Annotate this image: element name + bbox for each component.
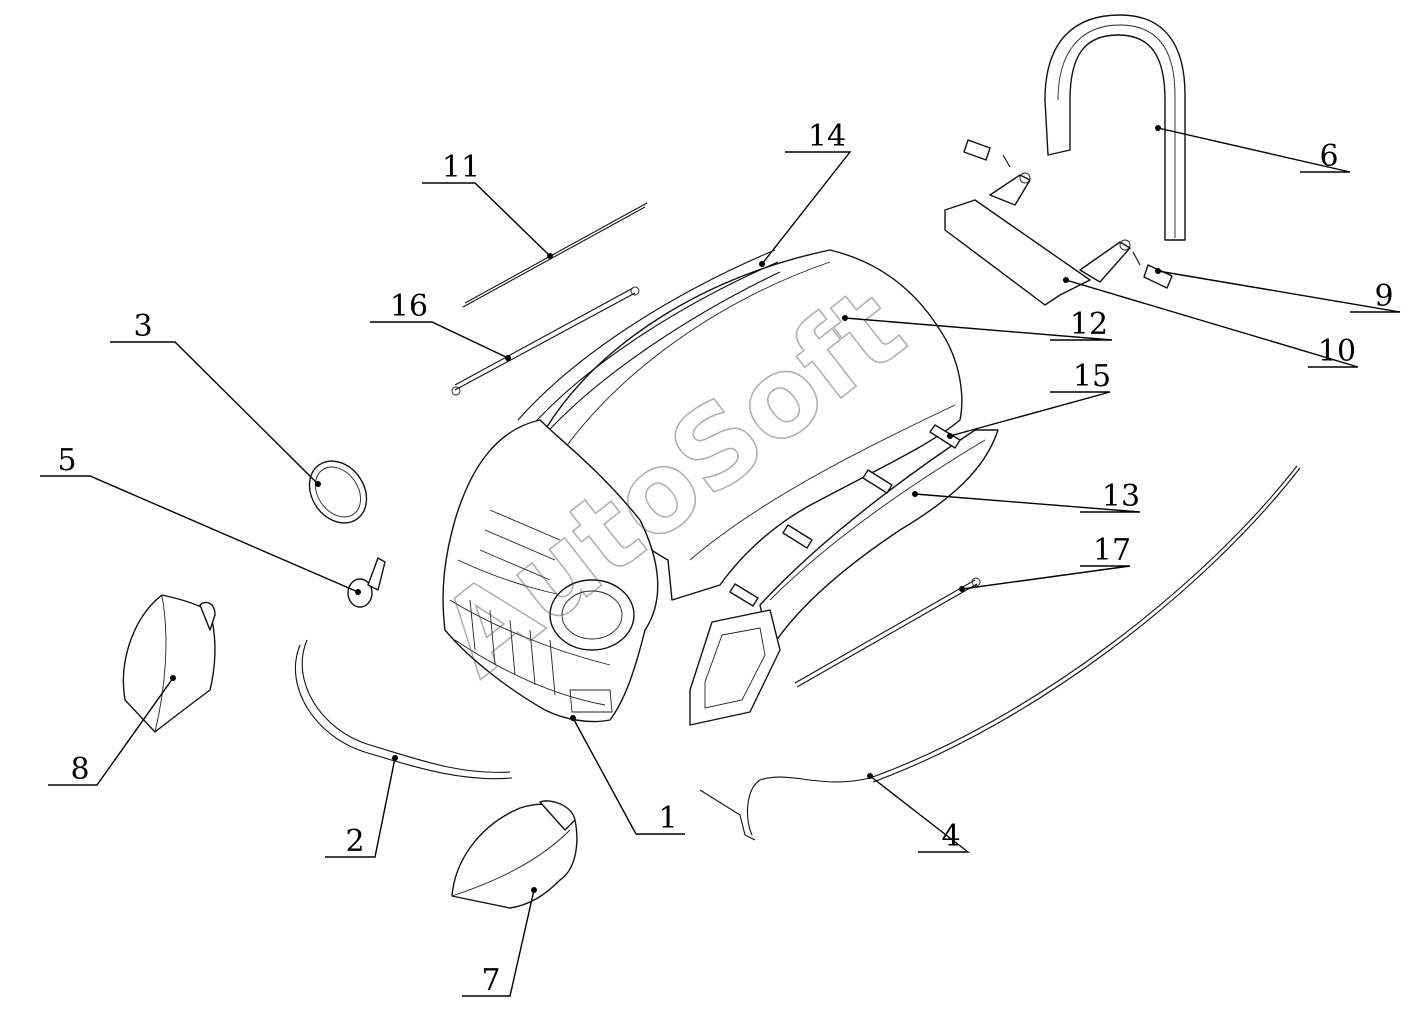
- callout-1: 1: [658, 801, 677, 836]
- callout-labels: 1 2 3 4 5 6 7 8 9 10 11 12 13 14 15 16 1…: [57, 119, 1393, 998]
- part-12-hood-panel: [544, 249, 963, 601]
- part-8-headlight: [122, 594, 216, 733]
- callout-8: 8: [70, 752, 89, 787]
- callout-13: 13: [1102, 479, 1140, 514]
- part-17-rod: [794, 577, 981, 688]
- callout-2: 2: [345, 824, 364, 859]
- callout-5: 5: [57, 443, 76, 478]
- callout-3: 3: [133, 309, 152, 344]
- part-11-rod: [462, 202, 648, 308]
- part-4-cable: [699, 465, 1301, 841]
- callout-7: 7: [481, 963, 500, 998]
- side-vent: [689, 609, 781, 726]
- part-9-bolts: [963, 139, 1173, 289]
- attachment-dots: [170, 125, 1161, 893]
- part-13-side-panel: [759, 429, 999, 651]
- part-3-gasket: [308, 460, 368, 524]
- callout-9: 9: [1374, 279, 1393, 314]
- callout-17: 17: [1093, 533, 1131, 568]
- callout-16: 16: [390, 289, 428, 324]
- part-5-lamp: [347, 557, 386, 608]
- callout-4: 4: [941, 819, 960, 854]
- part-6-roll-bar: [1044, 14, 1186, 241]
- part-7-headlight: [451, 800, 578, 909]
- part-16-rod: [451, 286, 640, 396]
- callout-15: 15: [1073, 359, 1111, 394]
- callout-14: 14: [808, 119, 846, 154]
- part-15-brackets: [729, 424, 961, 607]
- callout-10: 10: [1318, 334, 1356, 369]
- part-1-front-grille: [442, 419, 659, 723]
- leader-lines: [40, 127, 1401, 997]
- part-10-mount-bracket: [944, 172, 1131, 306]
- callout-11: 11: [442, 150, 480, 185]
- callout-6: 6: [1319, 139, 1338, 174]
- part-14-seal-strip: [517, 249, 781, 441]
- callout-12: 12: [1070, 307, 1108, 342]
- part-2-strip: [294, 639, 513, 780]
